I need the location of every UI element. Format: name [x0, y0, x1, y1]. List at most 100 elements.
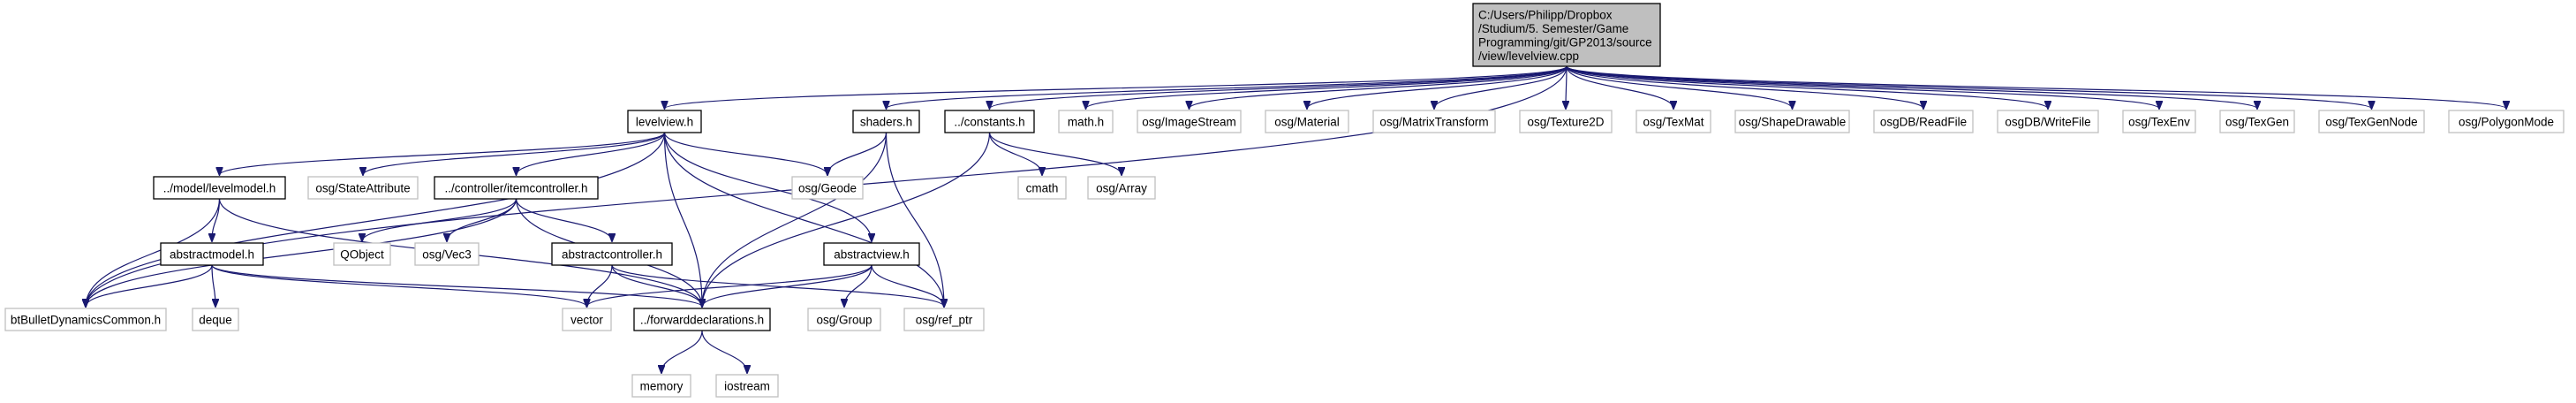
- node-label: osg/ImageStream: [1142, 116, 1236, 129]
- node-box: [1017, 176, 1067, 200]
- include-edge-levelview_cpp-to-osg_MatrixTransform: [1434, 65, 1568, 109]
- node-box: [153, 176, 286, 200]
- include-edge-levelview_cpp-to-osg_TexGen: [1566, 65, 2257, 109]
- include-edge-levelmodel_h-to-btBullet: [86, 198, 221, 307]
- node-box: [631, 374, 691, 398]
- include-edge-levelview_h-to-abstractview_h: [663, 132, 873, 241]
- node-label: /view/levelview.cpp: [1478, 49, 1579, 63]
- node-osg-Texture2D: osg/Texture2D: [1519, 110, 1613, 133]
- node-label: osg/Texture2D: [1527, 116, 1604, 129]
- node-label: levelview.h: [636, 116, 693, 129]
- node-constants-h[interactable]: ../constants.h: [944, 110, 1035, 133]
- include-edge-levelview_h-to-osg_Geode: [663, 132, 828, 175]
- node-label: osg/Material: [1274, 116, 1340, 129]
- node-osg-MatrixTransform: osg/MatrixTransform: [1372, 110, 1496, 133]
- node-box: [562, 308, 612, 331]
- node-osg-Vec3: osg/Vec3: [414, 242, 480, 266]
- include-edge-levelview_h-to-forwarddeclarations_h: [663, 132, 703, 307]
- include-edge-levelview_cpp-to-osg_TexMat: [1566, 65, 1673, 109]
- node-box: [633, 308, 771, 331]
- node-osg-Material: osg/Material: [1265, 110, 1349, 133]
- node-label: osgDB/WriteFile: [2005, 116, 2090, 129]
- node-label: osg/TexGen: [2225, 116, 2289, 129]
- include-edge-levelview_cpp-to-osg_ShapeDrawable: [1566, 65, 1793, 109]
- include-edge-levelview_cpp-to-osg_PolygonMode: [1566, 65, 2506, 109]
- node-label: osg/ShapeDrawable: [1739, 116, 1847, 129]
- node-osg-Array: osg/Array: [1087, 176, 1156, 200]
- node-box: [2122, 110, 2196, 133]
- node-label: abstractmodel.h: [170, 248, 254, 262]
- node-abstractmodel-h[interactable]: abstractmodel.h: [160, 242, 264, 266]
- node-box: [1137, 110, 1242, 133]
- node-label: shaders.h: [860, 116, 912, 129]
- include-edge-constants_h-to-cmath: [988, 132, 1043, 175]
- include-edge-levelview_cpp-to-shaders_h: [887, 65, 1568, 109]
- include-edge-forwarddeclarations_h-to-iostream: [701, 330, 747, 373]
- include-edge-abstractcontroller_h-to-forwarddeclarations_h: [611, 264, 702, 307]
- node-btBullet: btBulletDynamicsCommon.h: [4, 308, 167, 331]
- include-edge-levelview_cpp-to-levelview_h: [665, 65, 1568, 109]
- include-edge-levelview_h-to-levelmodel_h: [220, 132, 666, 175]
- node-osg-StateAttribute: osg/StateAttribute: [307, 176, 419, 200]
- node-box: [160, 242, 264, 266]
- edges-layer: [86, 65, 2506, 373]
- node-box: [434, 176, 599, 200]
- include-edge-levelview_cpp-to-osg_TexEnv: [1566, 65, 2159, 109]
- node-osg-ref-ptr: osg/ref_ptr: [903, 308, 985, 331]
- node-box: [823, 242, 920, 266]
- node-shaders-h[interactable]: shaders.h: [852, 110, 920, 133]
- node-box: [627, 110, 702, 133]
- node-label: memory: [640, 380, 684, 393]
- node-label: osg/Group: [816, 314, 872, 327]
- include-edge-constants_h-to-forwarddeclarations_h: [702, 132, 991, 307]
- node-box: [1087, 176, 1156, 200]
- node-forwarddeclarations-h[interactable]: ../forwarddeclarations.h: [633, 308, 771, 331]
- node-abstractview-h[interactable]: abstractview.h: [823, 242, 920, 266]
- include-edge-abstractview_h-to-osg_Group: [844, 264, 873, 307]
- node-itemcontroller-h[interactable]: ../controller/itemcontroller.h: [434, 176, 599, 200]
- node-label: ../model/levelmodel.h: [163, 182, 276, 195]
- node-label: deque: [199, 314, 232, 327]
- node-label: math.h: [1068, 116, 1104, 129]
- include-edge-abstractcontroller_h-to-osg_ref_ptr: [611, 264, 944, 307]
- node-osg-ShapeDrawable: osg/ShapeDrawable: [1734, 110, 1850, 133]
- include-edge-abstractmodel_h-to-forwarddeclarations_h: [211, 264, 702, 307]
- node-label: osg/Geode: [798, 182, 857, 195]
- node-box: [1734, 110, 1850, 133]
- node-box: [414, 242, 480, 266]
- node-math-h: math.h: [1058, 110, 1114, 133]
- node-label: abstractcontroller.h: [562, 248, 662, 262]
- node-levelview-h[interactable]: levelview.h: [627, 110, 702, 133]
- node-box: [2448, 110, 2565, 133]
- include-edge-itemcontroller_h-to-abstractcontroller_h: [515, 198, 613, 241]
- node-box: [2318, 110, 2425, 133]
- node-box: [2219, 110, 2295, 133]
- node-box: [307, 176, 419, 200]
- include-edge-itemcontroller_h-to-osg_Vec3: [447, 198, 517, 241]
- node-levelmodel-h[interactable]: ../model/levelmodel.h: [153, 176, 286, 200]
- include-edge-levelview_cpp-to-osgDB_WriteFile: [1566, 65, 2048, 109]
- node-label: osg/TexGenNode: [2325, 116, 2417, 129]
- include-edge-abstractview_h-to-forwarddeclarations_h: [702, 264, 873, 307]
- node-box: [1519, 110, 1613, 133]
- include-edge-shaders_h-to-forwarddeclarations_h: [702, 132, 888, 307]
- node-label: ../forwarddeclarations.h: [640, 314, 764, 327]
- node-box: [333, 242, 391, 266]
- include-edge-levelview_h-to-osg_StateAttribute: [363, 132, 666, 175]
- node-vector: vector: [562, 308, 612, 331]
- node-box: [1635, 110, 1711, 133]
- node-osg-TexGen: osg/TexGen: [2219, 110, 2295, 133]
- node-box: [944, 110, 1035, 133]
- node-osgDB-ReadFile: osgDB/ReadFile: [1873, 110, 1974, 133]
- node-label: osg/TexMat: [1643, 116, 1703, 129]
- include-edge-constants_h-to-osg_Array: [988, 132, 1122, 175]
- node-box: [903, 308, 985, 331]
- node-levelview-cpp[interactable]: C:/Users/Philipp/Dropbox/Studium/5. Seme…: [1472, 3, 1661, 67]
- include-edge-itemcontroller_h-to-QObject: [362, 198, 517, 241]
- include-edge-abstractview_h-to-vector: [587, 264, 873, 307]
- node-abstractcontroller-h[interactable]: abstractcontroller.h: [551, 242, 673, 266]
- include-edge-shaders_h-to-osg_ref_ptr: [885, 132, 945, 307]
- include-edge-levelview_cpp-to-osg_ImageStream: [1190, 65, 1568, 109]
- node-box: [1997, 110, 2099, 133]
